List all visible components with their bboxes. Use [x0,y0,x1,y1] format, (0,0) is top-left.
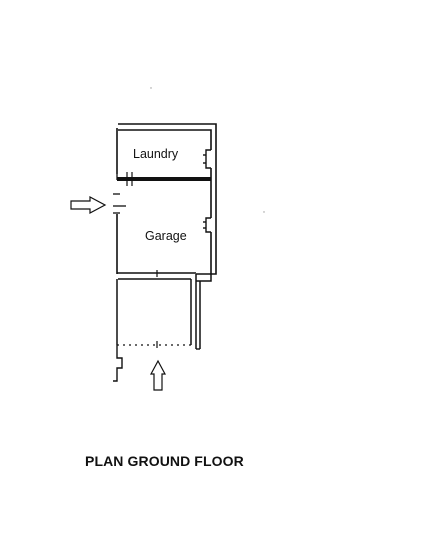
scan-dot [263,211,265,213]
exterior-walls [116,123,217,275]
lower-area-corner-notch [113,345,123,382]
side-entrance [113,174,126,214]
scan-dot [150,87,152,89]
partition-wall [117,172,211,186]
laundry-wall-notch [203,149,211,169]
garage-wall-notch [203,217,211,233]
side-entrance-arrow-icon [70,196,107,214]
room-label-garage: Garage [145,229,187,243]
lower-area-walls [116,274,212,349]
plan-title: PLAN GROUND FLOOR [85,453,244,469]
room-label-laundry: Laundry [133,147,179,161]
main-entrance-arrow-icon [149,359,167,391]
